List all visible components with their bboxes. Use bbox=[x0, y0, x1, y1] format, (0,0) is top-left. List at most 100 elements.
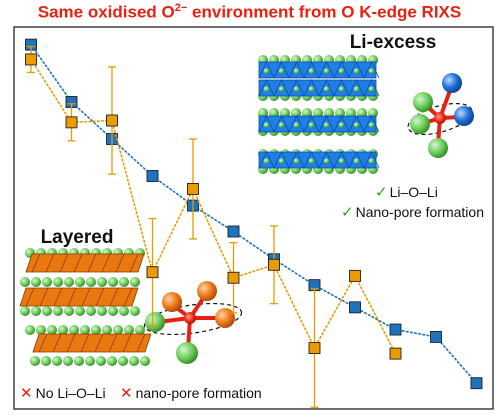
data-point bbox=[146, 170, 159, 182]
title-text-suffix: environment from O K-edge RIXS bbox=[187, 2, 462, 22]
octahedron-edge bbox=[303, 79, 320, 97]
li-layer-sphere bbox=[53, 306, 63, 316]
octahedron-edge bbox=[122, 333, 132, 353]
li-atom bbox=[428, 138, 448, 158]
octahedron-edge bbox=[67, 287, 77, 307]
layered-title: Layered bbox=[41, 227, 114, 248]
title-text: Same oxidised O bbox=[37, 2, 175, 22]
data-point bbox=[227, 271, 240, 284]
li-layer-sphere bbox=[135, 325, 145, 335]
octahedron-edge bbox=[318, 61, 335, 79]
li-layer-sphere bbox=[313, 108, 323, 118]
octahedron-edge bbox=[303, 61, 320, 79]
li-layer-sphere bbox=[31, 306, 41, 316]
li-layer-sphere bbox=[119, 306, 129, 316]
li-layer-sphere bbox=[108, 306, 118, 316]
octahedron-edge bbox=[80, 333, 90, 353]
li-layer-sphere bbox=[86, 306, 96, 316]
title-charge: 2− bbox=[174, 2, 188, 14]
tm-layer-slab bbox=[25, 253, 145, 273]
octahedron-edge bbox=[273, 79, 290, 97]
octahedron-edge bbox=[52, 333, 62, 353]
octahedron-edge bbox=[273, 151, 290, 169]
li-excess-local-environment bbox=[407, 73, 474, 158]
octahedron-edge bbox=[318, 151, 335, 169]
octahedron-edge bbox=[109, 287, 119, 307]
li-o-li-label: Li–O–Li bbox=[390, 184, 438, 200]
no-li-o-li: ✕No Li–O–Li bbox=[20, 384, 106, 402]
tm-layer-slab bbox=[32, 333, 152, 353]
octahedron-edge bbox=[66, 333, 76, 353]
series-2-line bbox=[30, 58, 397, 355]
li-in-tm-layer bbox=[278, 68, 285, 74]
li-layer-sphere bbox=[113, 325, 123, 335]
li-in-tm-layer bbox=[278, 86, 285, 92]
octahedron-edge bbox=[129, 253, 139, 273]
li-in-tm-layer bbox=[293, 158, 300, 164]
data-point bbox=[268, 258, 280, 271]
li-layer-sphere bbox=[53, 277, 63, 287]
li-in-tm-layer bbox=[278, 158, 285, 164]
octahedron-edge bbox=[136, 333, 146, 353]
octahedron-edge bbox=[333, 151, 350, 169]
octahedron-edge bbox=[115, 253, 125, 273]
octahedron-edge bbox=[333, 115, 350, 133]
li-layer-sphere bbox=[85, 356, 95, 366]
octahedron-edge bbox=[31, 253, 41, 273]
li-layer-sphere bbox=[269, 108, 279, 118]
octahedron-edge bbox=[363, 151, 380, 169]
octahedron-edge bbox=[39, 287, 49, 307]
data-point bbox=[389, 323, 402, 336]
oxygen-atom bbox=[434, 112, 446, 124]
li-layer-sphere bbox=[30, 356, 40, 366]
octahedron-edge bbox=[273, 61, 290, 79]
octahedron-edge bbox=[38, 333, 48, 353]
li-in-tm-layer bbox=[338, 158, 345, 164]
data-point bbox=[349, 269, 361, 282]
li-layer-sphere bbox=[20, 277, 30, 287]
li-in-tm-layer bbox=[368, 86, 375, 92]
no-nanopore-label: nano-pore formation bbox=[136, 385, 262, 401]
octahedron-edge bbox=[59, 253, 69, 273]
octahedron-edge bbox=[288, 61, 305, 79]
octahedron-edge bbox=[258, 115, 275, 133]
cross-mark: ✕ bbox=[120, 384, 133, 402]
oxygen-atom bbox=[184, 312, 196, 324]
li-in-tm-layer bbox=[263, 68, 270, 74]
li-layer-sphere bbox=[119, 277, 129, 287]
li-layer-sphere bbox=[291, 108, 301, 118]
tm-layer-slab bbox=[19, 287, 139, 307]
octahedron-edge bbox=[273, 115, 290, 133]
octahedron-edge bbox=[258, 79, 275, 97]
li-layer-sphere bbox=[74, 356, 84, 366]
octahedron-edge bbox=[94, 333, 104, 353]
octahedron-edge bbox=[53, 287, 63, 307]
data-point bbox=[227, 225, 240, 238]
octahedron-edge bbox=[303, 115, 320, 133]
octahedron-edge bbox=[87, 253, 97, 273]
li-excess-annotations: ✓Li–O–Li ✓Nano-pore formation bbox=[341, 183, 484, 221]
li-atom bbox=[176, 342, 198, 364]
li-in-tm-layer bbox=[308, 68, 315, 74]
li-layer-sphere bbox=[58, 325, 68, 335]
li-layer-sphere bbox=[130, 306, 140, 316]
li-in-tm-layer bbox=[293, 68, 300, 74]
li-layer-sphere bbox=[75, 306, 85, 316]
octahedron-edge bbox=[258, 61, 275, 79]
li-layer-sphere bbox=[108, 277, 118, 287]
data-point bbox=[187, 182, 199, 195]
li-layer-sphere bbox=[130, 277, 140, 287]
li-atom bbox=[413, 92, 433, 112]
li-layer-sphere bbox=[124, 325, 134, 335]
li-layer-sphere bbox=[42, 306, 52, 316]
li-in-tm-layer bbox=[308, 86, 315, 92]
li-layer-sphere bbox=[91, 325, 101, 335]
li-in-tm-layer bbox=[323, 68, 330, 74]
li-layer-sphere bbox=[69, 325, 79, 335]
li-layer-sphere bbox=[41, 356, 51, 366]
li-in-tm-layer bbox=[353, 158, 360, 164]
li-layer-sphere bbox=[64, 277, 74, 287]
li-layer-sphere bbox=[140, 356, 150, 366]
li-in-tm-layer bbox=[368, 158, 375, 164]
